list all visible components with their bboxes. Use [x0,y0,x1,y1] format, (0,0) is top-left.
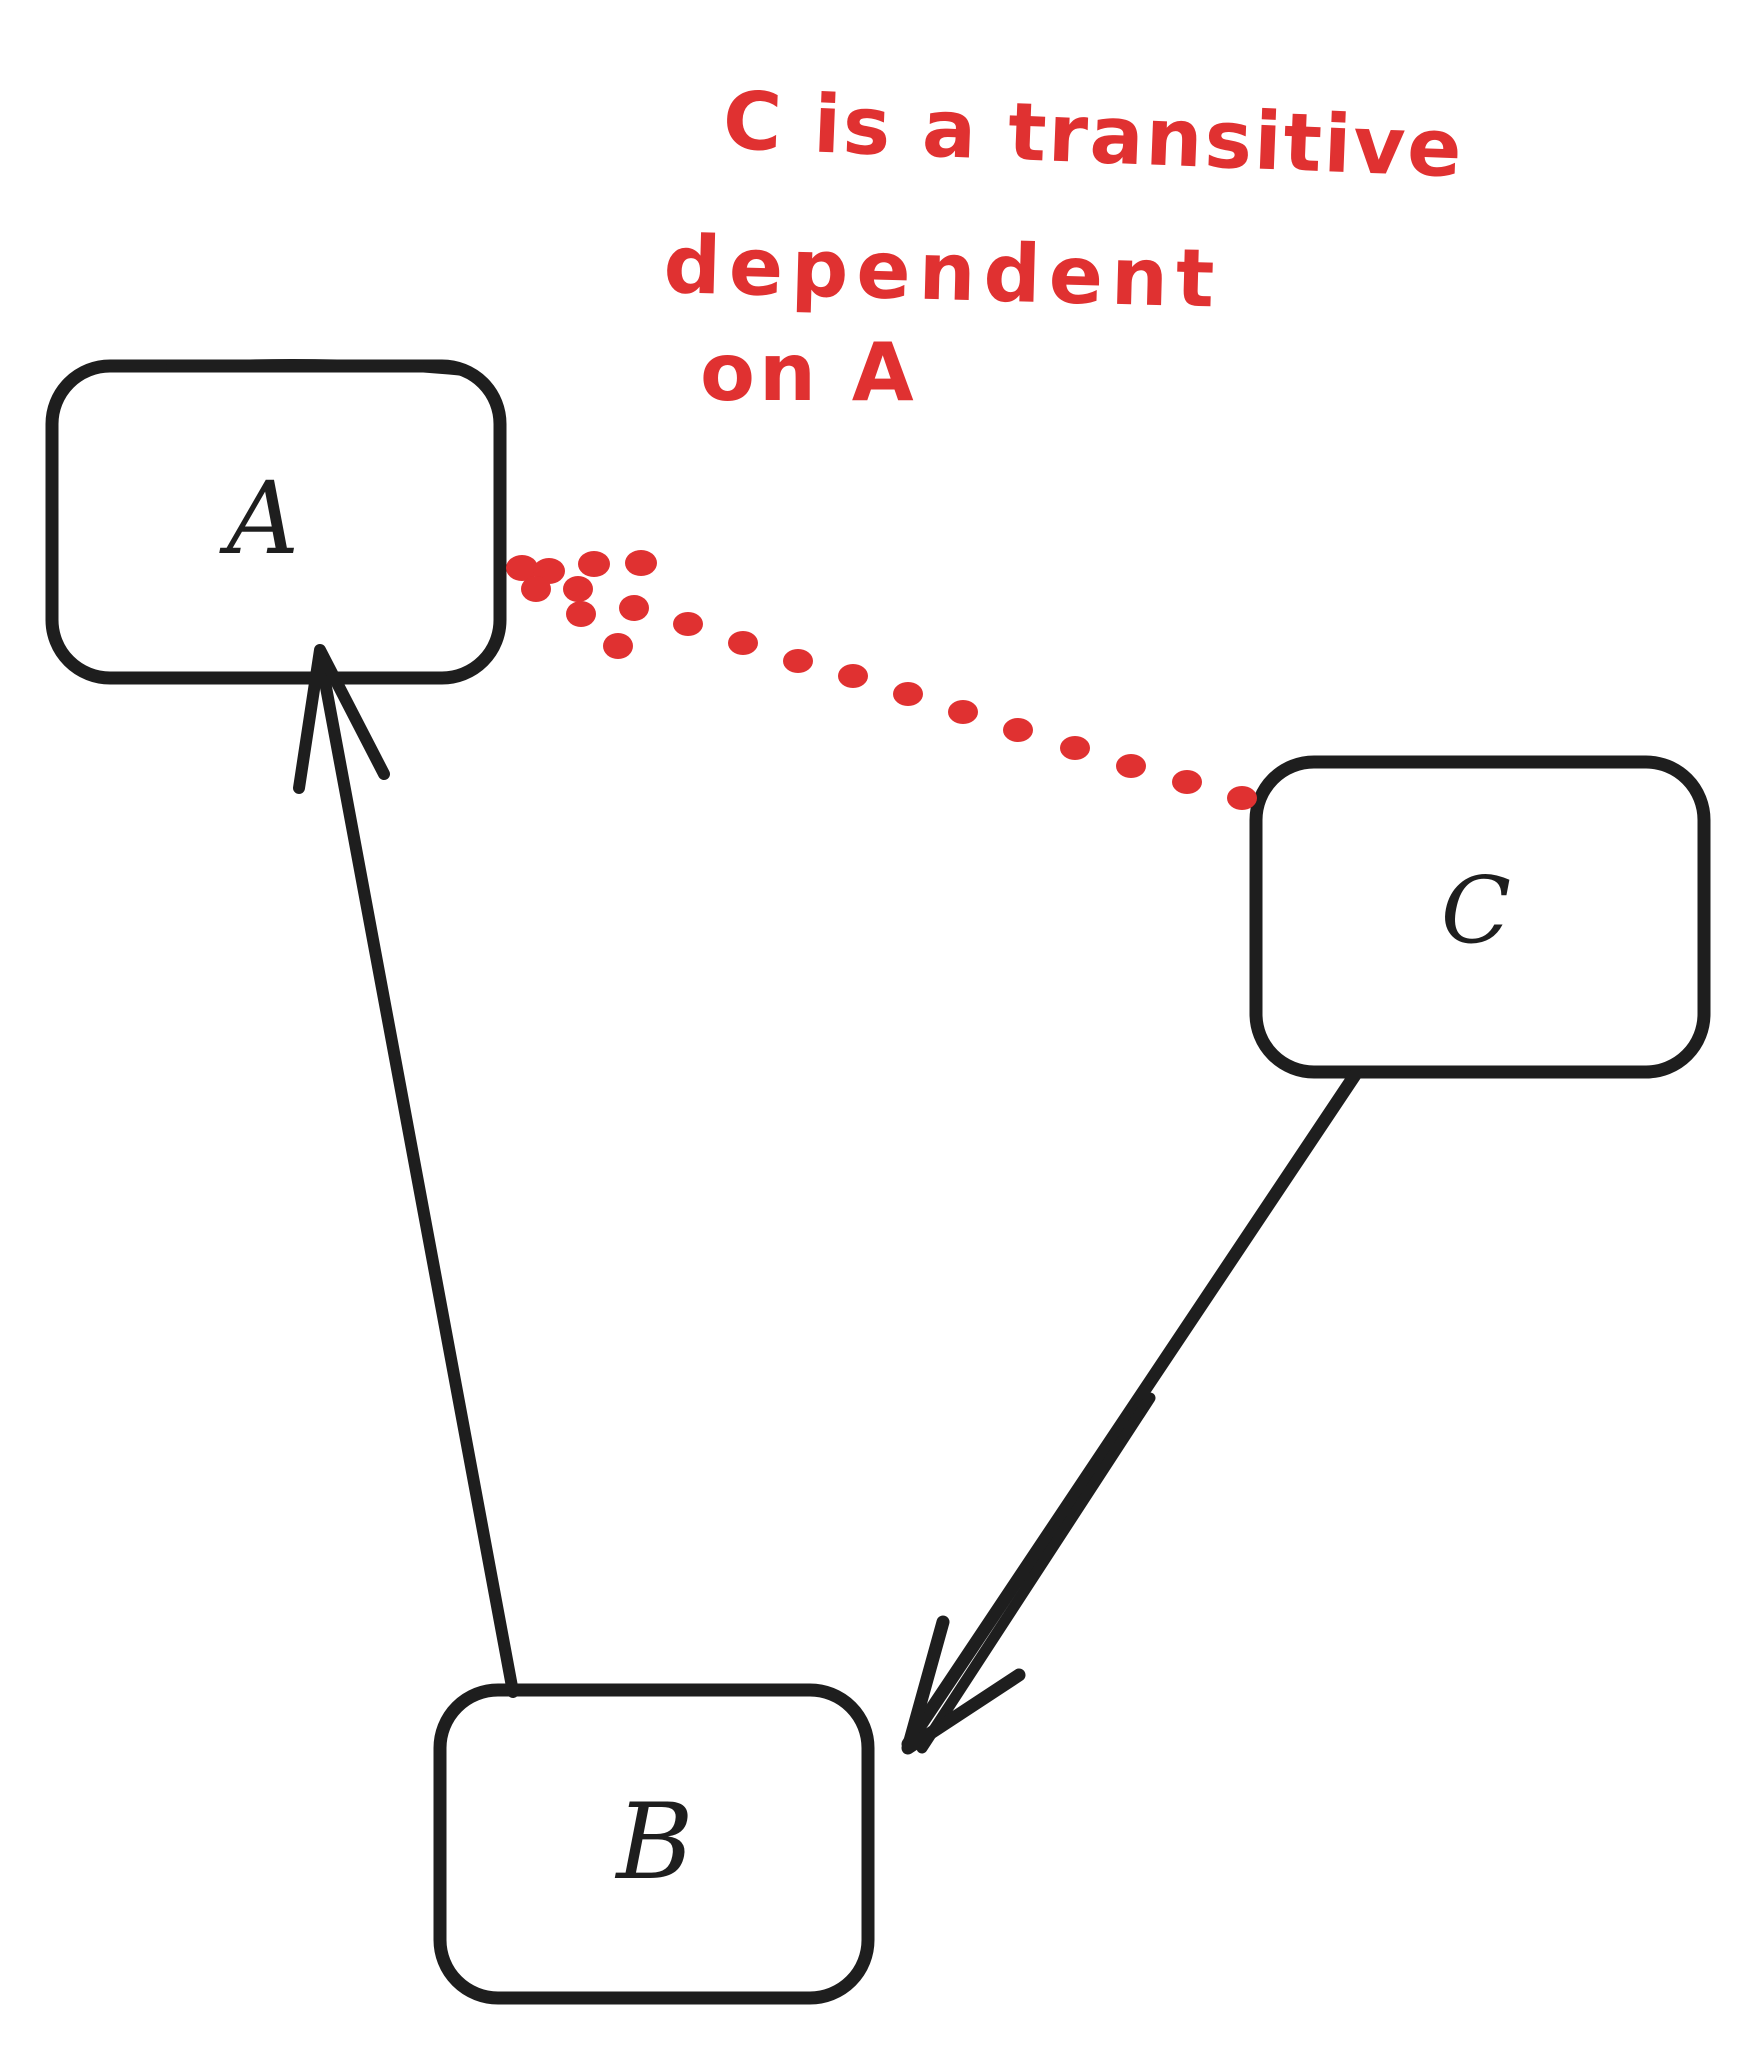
node-b-label: B [614,1781,693,1903]
annotation-line-1: C is a transitive [721,74,1465,195]
dotted-line-dot [673,612,703,636]
dotted-line-cluster-dot [521,576,551,602]
dotted-line-dot [783,649,813,673]
annotation-line-2: dependent [663,218,1224,326]
node-c-label: C [1441,857,1511,964]
dotted-line-dot [948,700,978,724]
dotted-line-cluster-dot [603,633,633,659]
edge-b-to-a-shaft [314,649,519,1698]
dotted-line-dot [893,682,923,706]
dotted-line-cluster-dot [619,595,649,621]
annotation-text: C is a transitive dependent on A [663,74,1466,419]
dotted-line-dot [1003,718,1033,742]
dotted-line-cluster-dot [625,550,657,576]
dotted-line-dot [1116,754,1146,778]
dotted-line-dot [838,664,868,688]
edge-c-to-b-shaft [901,1068,1362,1751]
dotted-line-cluster-dot [578,551,610,577]
edge-a-to-c-dotted-line [506,550,1257,810]
dotted-line-cluster-dot [563,576,593,602]
dotted-line-dot [1172,770,1202,794]
annotation-line-3: on A [700,326,918,419]
dotted-line-dot [728,631,758,655]
node-a-box-sketch-stroke [165,358,475,377]
ink-stroke-group [45,358,1711,2005]
node-a-label: A [219,460,299,577]
dotted-line-dot [1060,736,1090,760]
node-c-box [1249,755,1711,1079]
dotted-line-cluster-dot [506,555,538,581]
edge-c-to-b-shaft-second-pass [916,1392,1156,1754]
dotted-line-dot [1227,786,1257,810]
dotted-line-cluster-dot [566,601,596,627]
node-b-box [433,1683,875,2005]
node-label-group: A B C [219,460,1511,1903]
edge-b-to-a-arrowhead [293,644,390,794]
edge-c-to-b-arrowhead [901,1615,1026,1755]
